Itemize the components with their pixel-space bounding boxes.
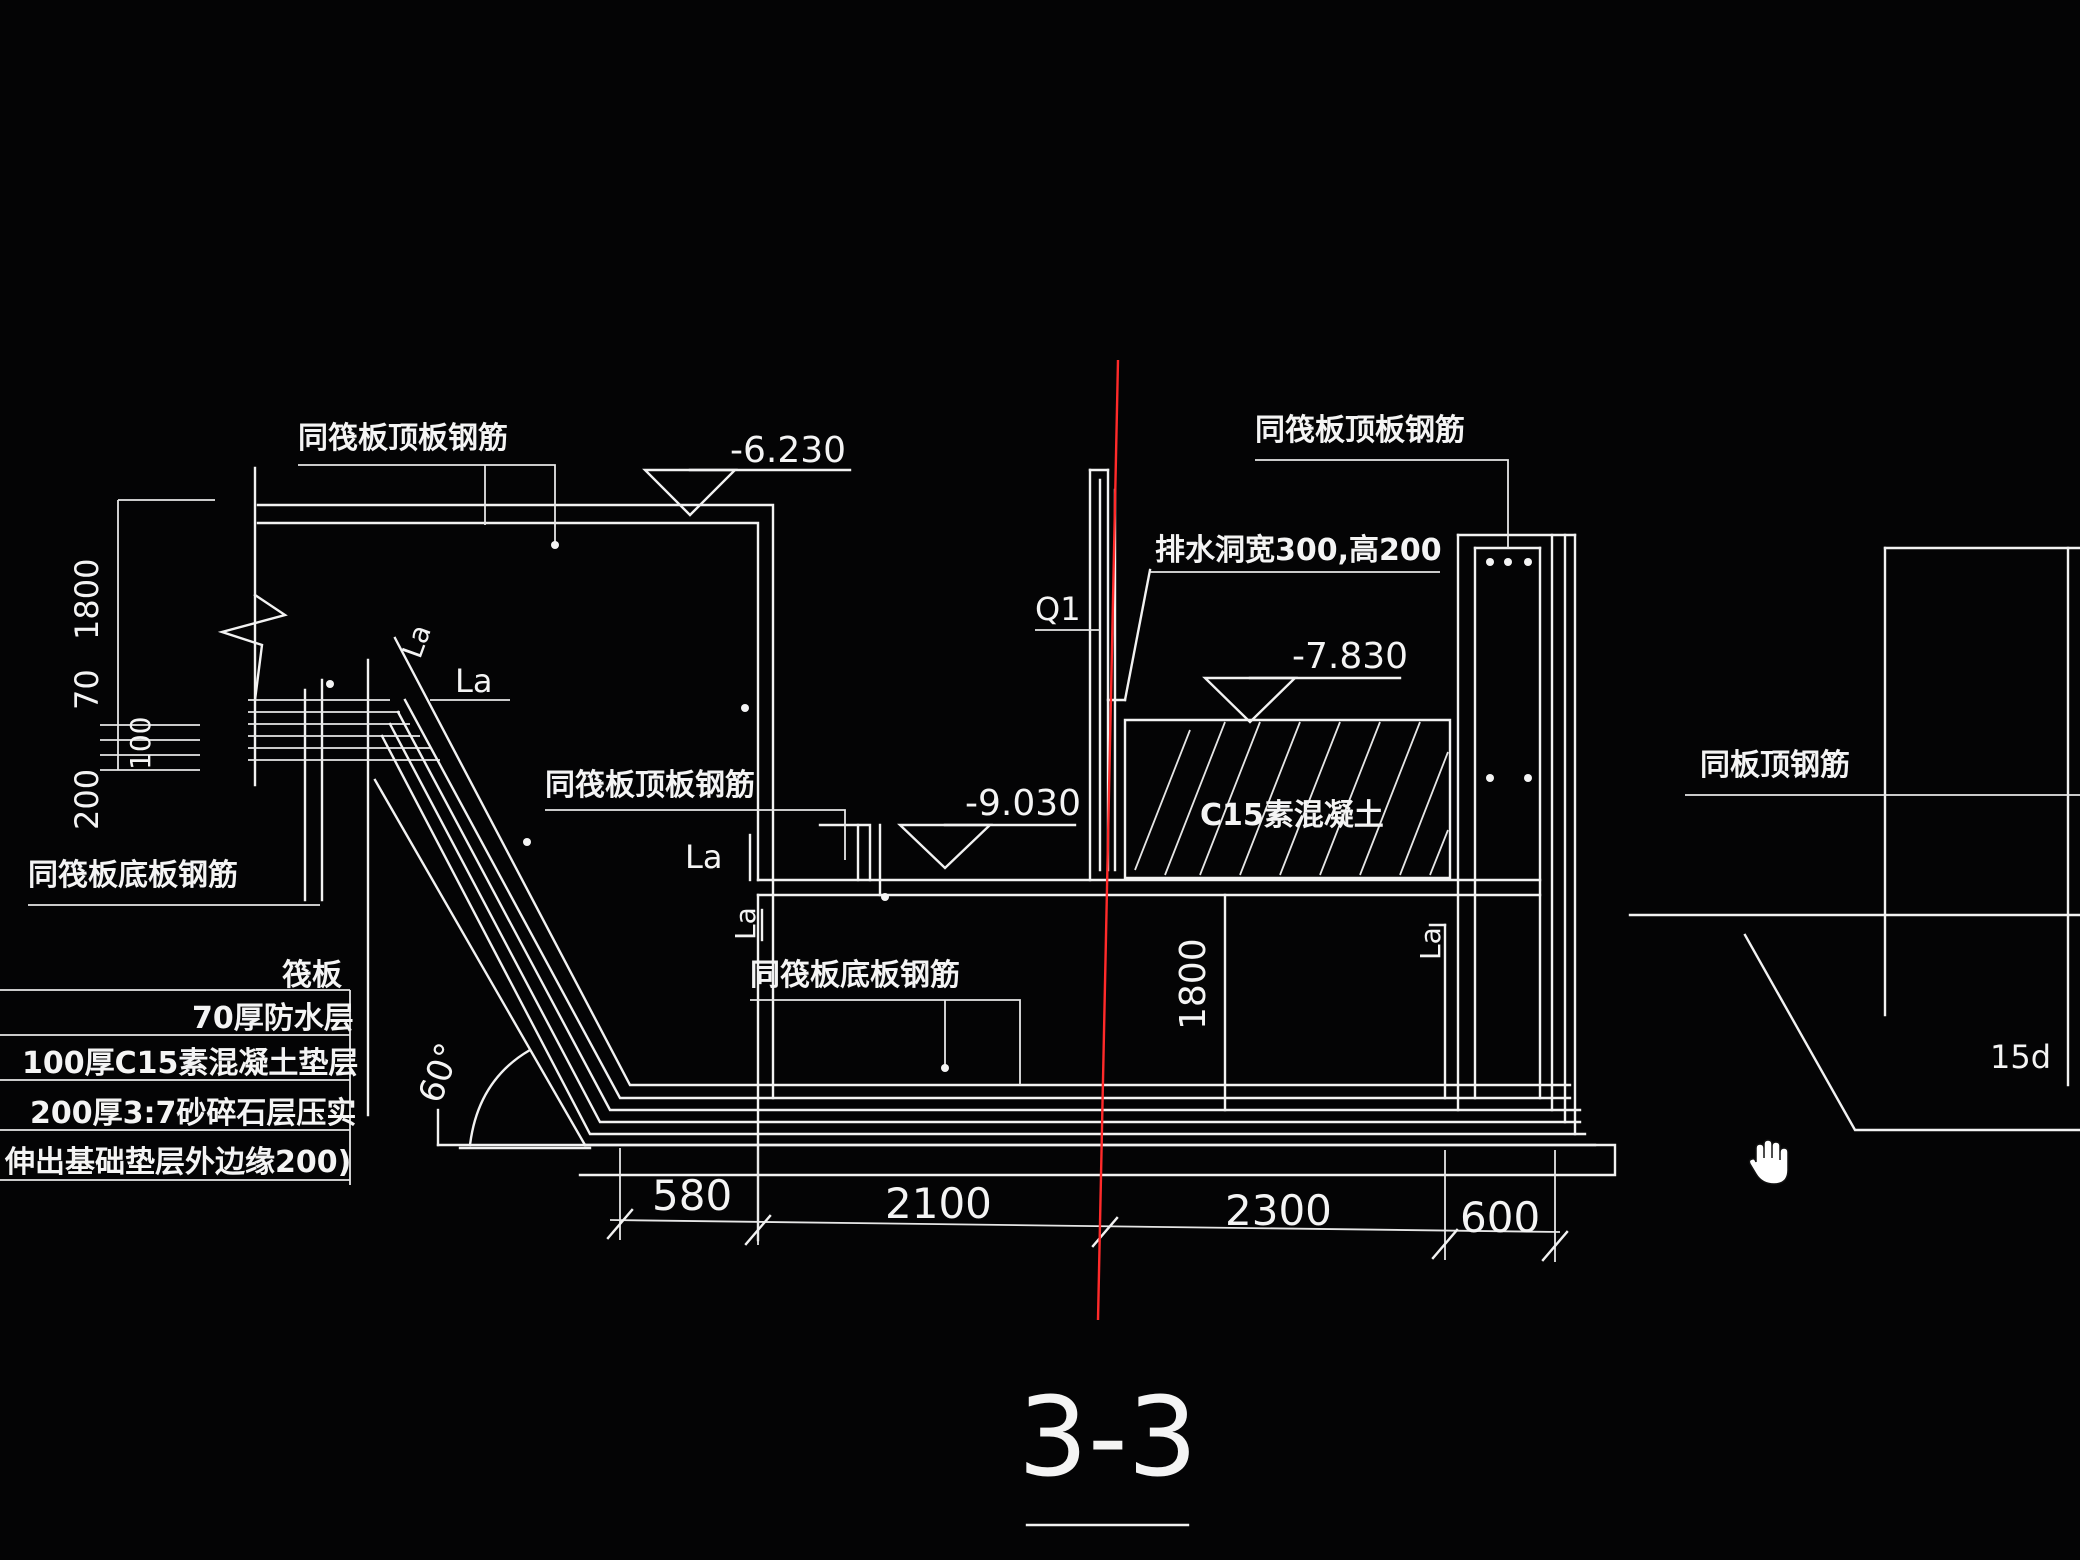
bottom-dimension-line: [606, 1148, 1569, 1262]
left-dim-1: 1800: [68, 559, 106, 640]
anchor-label-3: La: [396, 620, 438, 662]
left-dim-4: 200: [68, 769, 106, 830]
left-structure: [217, 466, 1617, 1177]
bottom-dim-1: 580: [652, 1171, 732, 1220]
label-center-bottom-rebar: 同筏板底板钢筋: [750, 958, 960, 993]
annotations: 同筏板顶板钢筋 同筏板顶板钢筋 同筏板顶板钢筋 同筏板底板钢筋 同筏板底板钢筋 …: [4, 413, 2051, 1501]
far-right-detail: [1628, 546, 2080, 1132]
layer-1: 70厚防水层: [192, 1001, 354, 1036]
bottom-dim-4: 600: [1460, 1193, 1540, 1242]
layer-3: 200厚3:7砂碎石层压实: [30, 1096, 356, 1131]
elevation-1: -6.230: [730, 430, 846, 471]
bottom-dim-3: 2300: [1225, 1186, 1332, 1235]
angle-label: 60°: [411, 1038, 469, 1108]
depth-dim: 1800: [1173, 938, 1214, 1030]
label-left-bottom-rebar: 同筏板底板钢筋: [28, 858, 238, 893]
anchor-label-5: La: [1414, 927, 1447, 960]
bottom-dim-2: 2100: [885, 1179, 992, 1228]
hand-cursor-icon: [1748, 1139, 1789, 1185]
anchor-marks: [430, 699, 764, 942]
label-far-right-rebar: 同板顶钢筋: [1700, 748, 1850, 783]
left-dim-3: 100: [124, 717, 157, 770]
anchor-label-1: La: [455, 662, 492, 700]
rebar-dots: [326, 541, 1532, 1072]
label-mid-rebar: 同筏板顶板钢筋: [545, 768, 755, 803]
elevation-3: -9.030: [965, 783, 1081, 824]
hook-label: 15d: [1990, 1038, 2051, 1076]
left-dim-2: 70: [68, 669, 106, 710]
leader-lines: [28, 459, 1509, 906]
elevation-2: -7.830: [1292, 636, 1408, 677]
label-concrete-fill: C15素混凝土: [1200, 798, 1384, 833]
concrete-hatch: [1134, 721, 1449, 876]
anchor-label-2: La: [685, 838, 722, 876]
label-wall-q1: Q1: [1035, 590, 1081, 628]
layer-4: 伸出基础垫层外边缘200): [4, 1145, 351, 1180]
center-slab: [750, 823, 1542, 1242]
layer-2: 100厚C15素混凝土垫层: [22, 1046, 358, 1081]
label-top-left-rebar: 同筏板顶板钢筋: [298, 421, 508, 456]
section-title: 3-3: [1018, 1373, 1198, 1501]
label-top-right-rebar: 同筏板顶板钢筋: [1255, 413, 1465, 448]
layer-table: [0, 989, 351, 1185]
anchor-label-4: La: [729, 907, 762, 940]
layers-title: 筏板: [282, 958, 342, 993]
center-axis-line: [1096, 359, 1120, 1321]
label-drain-hole: 排水洞宽300,高200: [1155, 533, 1442, 568]
elevation-markers: [642, 468, 1402, 870]
